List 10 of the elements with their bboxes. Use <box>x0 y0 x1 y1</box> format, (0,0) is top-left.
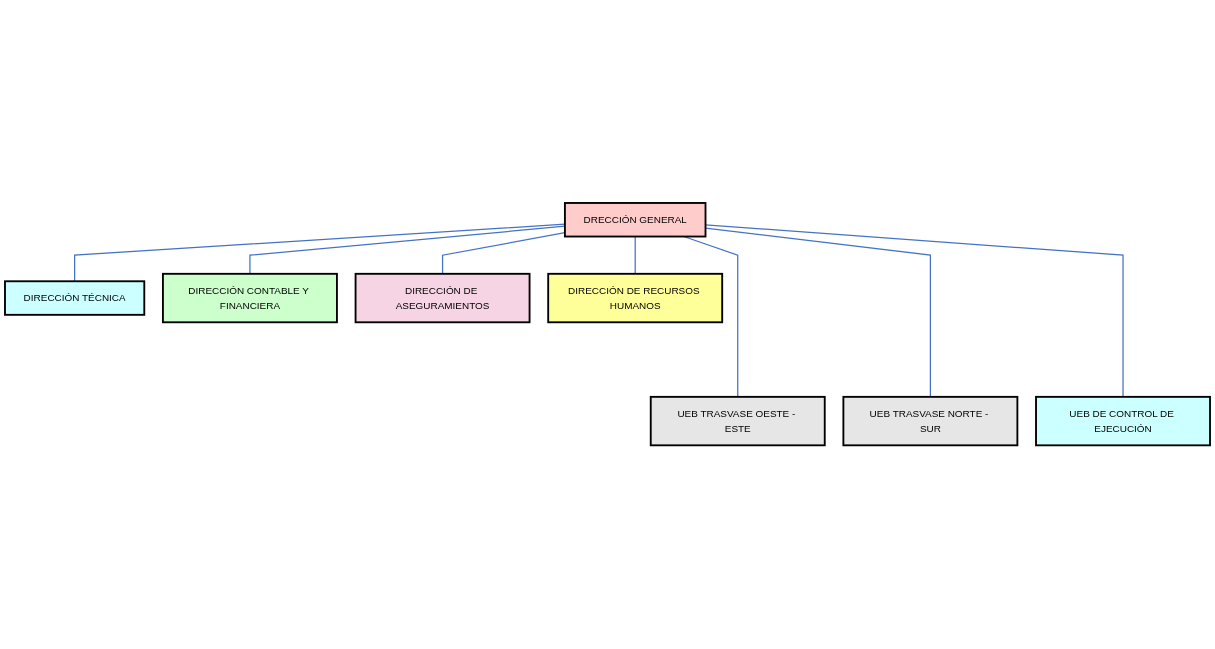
node-box: DIRECCIÓN DE RECURSOS HUMANOS <box>547 273 724 324</box>
node-box: DIRECCIÓN DE ASEGURAMIENTOS <box>354 273 531 324</box>
node-box: UEB TRASVASE NORTE - SUR <box>842 396 1019 447</box>
node-box: DRECCIÓN GENERAL <box>564 202 707 238</box>
node-box: UEB TRASVASE OESTE - ESTE <box>649 396 826 447</box>
node-box: UEB DE CONTROL DE EJECUCIÓN <box>1035 396 1211 447</box>
connector <box>683 236 739 398</box>
connector <box>634 236 636 275</box>
node-box: DIRECCIÓN TÉCNICA <box>4 280 146 317</box>
node-box: DIRECCIÓN CONTABLE Y FINANCIERA <box>162 273 338 324</box>
